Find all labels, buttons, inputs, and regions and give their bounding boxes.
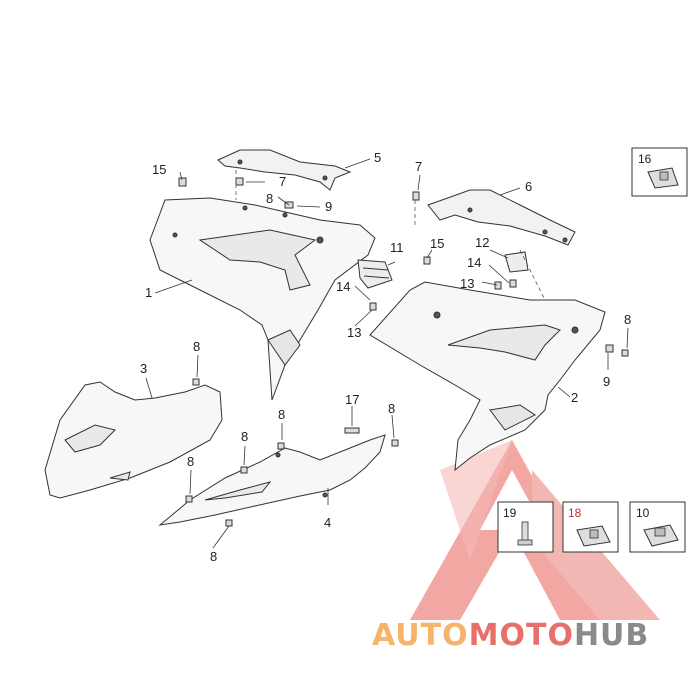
leader-lines xyxy=(145,158,629,549)
watermark-text-moto: MOTO xyxy=(468,618,574,653)
callout-8-a: 8 xyxy=(266,191,274,206)
inset-box-18 xyxy=(562,501,619,553)
inset-box-10 xyxy=(629,501,686,553)
watermark-text-hub: HUB xyxy=(573,618,650,653)
callout-15-b: 15 xyxy=(430,236,445,251)
fastener-icons xyxy=(178,177,629,527)
callout-13-a: 13 xyxy=(460,276,475,291)
inset-box-16 xyxy=(631,147,688,197)
callout-3: 3 xyxy=(140,361,148,376)
callout-9-a: 9 xyxy=(325,199,333,214)
callout-8-e: 8 xyxy=(187,454,195,469)
inset-box-label-16: 16 xyxy=(638,152,652,166)
callout-8-b: 8 xyxy=(193,339,201,354)
callout-8-h: 8 xyxy=(624,312,632,327)
callout-6: 6 xyxy=(525,179,533,194)
callout-8-d: 8 xyxy=(241,429,249,444)
dashed-guides xyxy=(235,170,546,301)
bracket-part-12 xyxy=(504,251,529,273)
inset-box-label-19: 19 xyxy=(503,506,517,520)
callout-14-b: 14 xyxy=(336,279,351,294)
callout-15-a: 15 xyxy=(152,162,167,177)
callout-5: 5 xyxy=(374,150,382,165)
inset-box-label-10: 10 xyxy=(636,506,650,520)
bracket-part-6 xyxy=(427,189,576,246)
callout-14-a: 14 xyxy=(467,255,482,270)
callout-4: 4 xyxy=(324,515,332,530)
callout-8-f: 8 xyxy=(210,549,218,564)
fairing-part-3 xyxy=(44,381,223,499)
callout-11: 11 xyxy=(390,240,404,255)
callout-8-g: 8 xyxy=(388,401,396,416)
fairing-part-1 xyxy=(149,197,376,401)
watermark-text: AUTOMOTOHUB xyxy=(372,618,649,653)
callout-12: 12 xyxy=(475,235,490,250)
inset-box-label-18: 18 xyxy=(568,506,582,520)
inset-box-19 xyxy=(497,501,554,553)
fairing-part-2 xyxy=(369,281,606,472)
callout-7-b: 7 xyxy=(415,159,423,174)
fairing-part-4 xyxy=(158,434,386,526)
callout-17: 17 xyxy=(345,392,360,407)
bracket-part-5 xyxy=(217,149,352,191)
callout-9-b: 9 xyxy=(603,374,611,389)
bracket-part-11 xyxy=(357,259,393,289)
callout-8-c: 8 xyxy=(278,407,286,422)
watermark-text-auto: AUTO xyxy=(372,618,469,653)
callout-1: 1 xyxy=(145,285,153,300)
callout-13-b: 13 xyxy=(347,325,362,340)
callout-2: 2 xyxy=(571,390,579,405)
callout-7-a: 7 xyxy=(279,174,287,189)
